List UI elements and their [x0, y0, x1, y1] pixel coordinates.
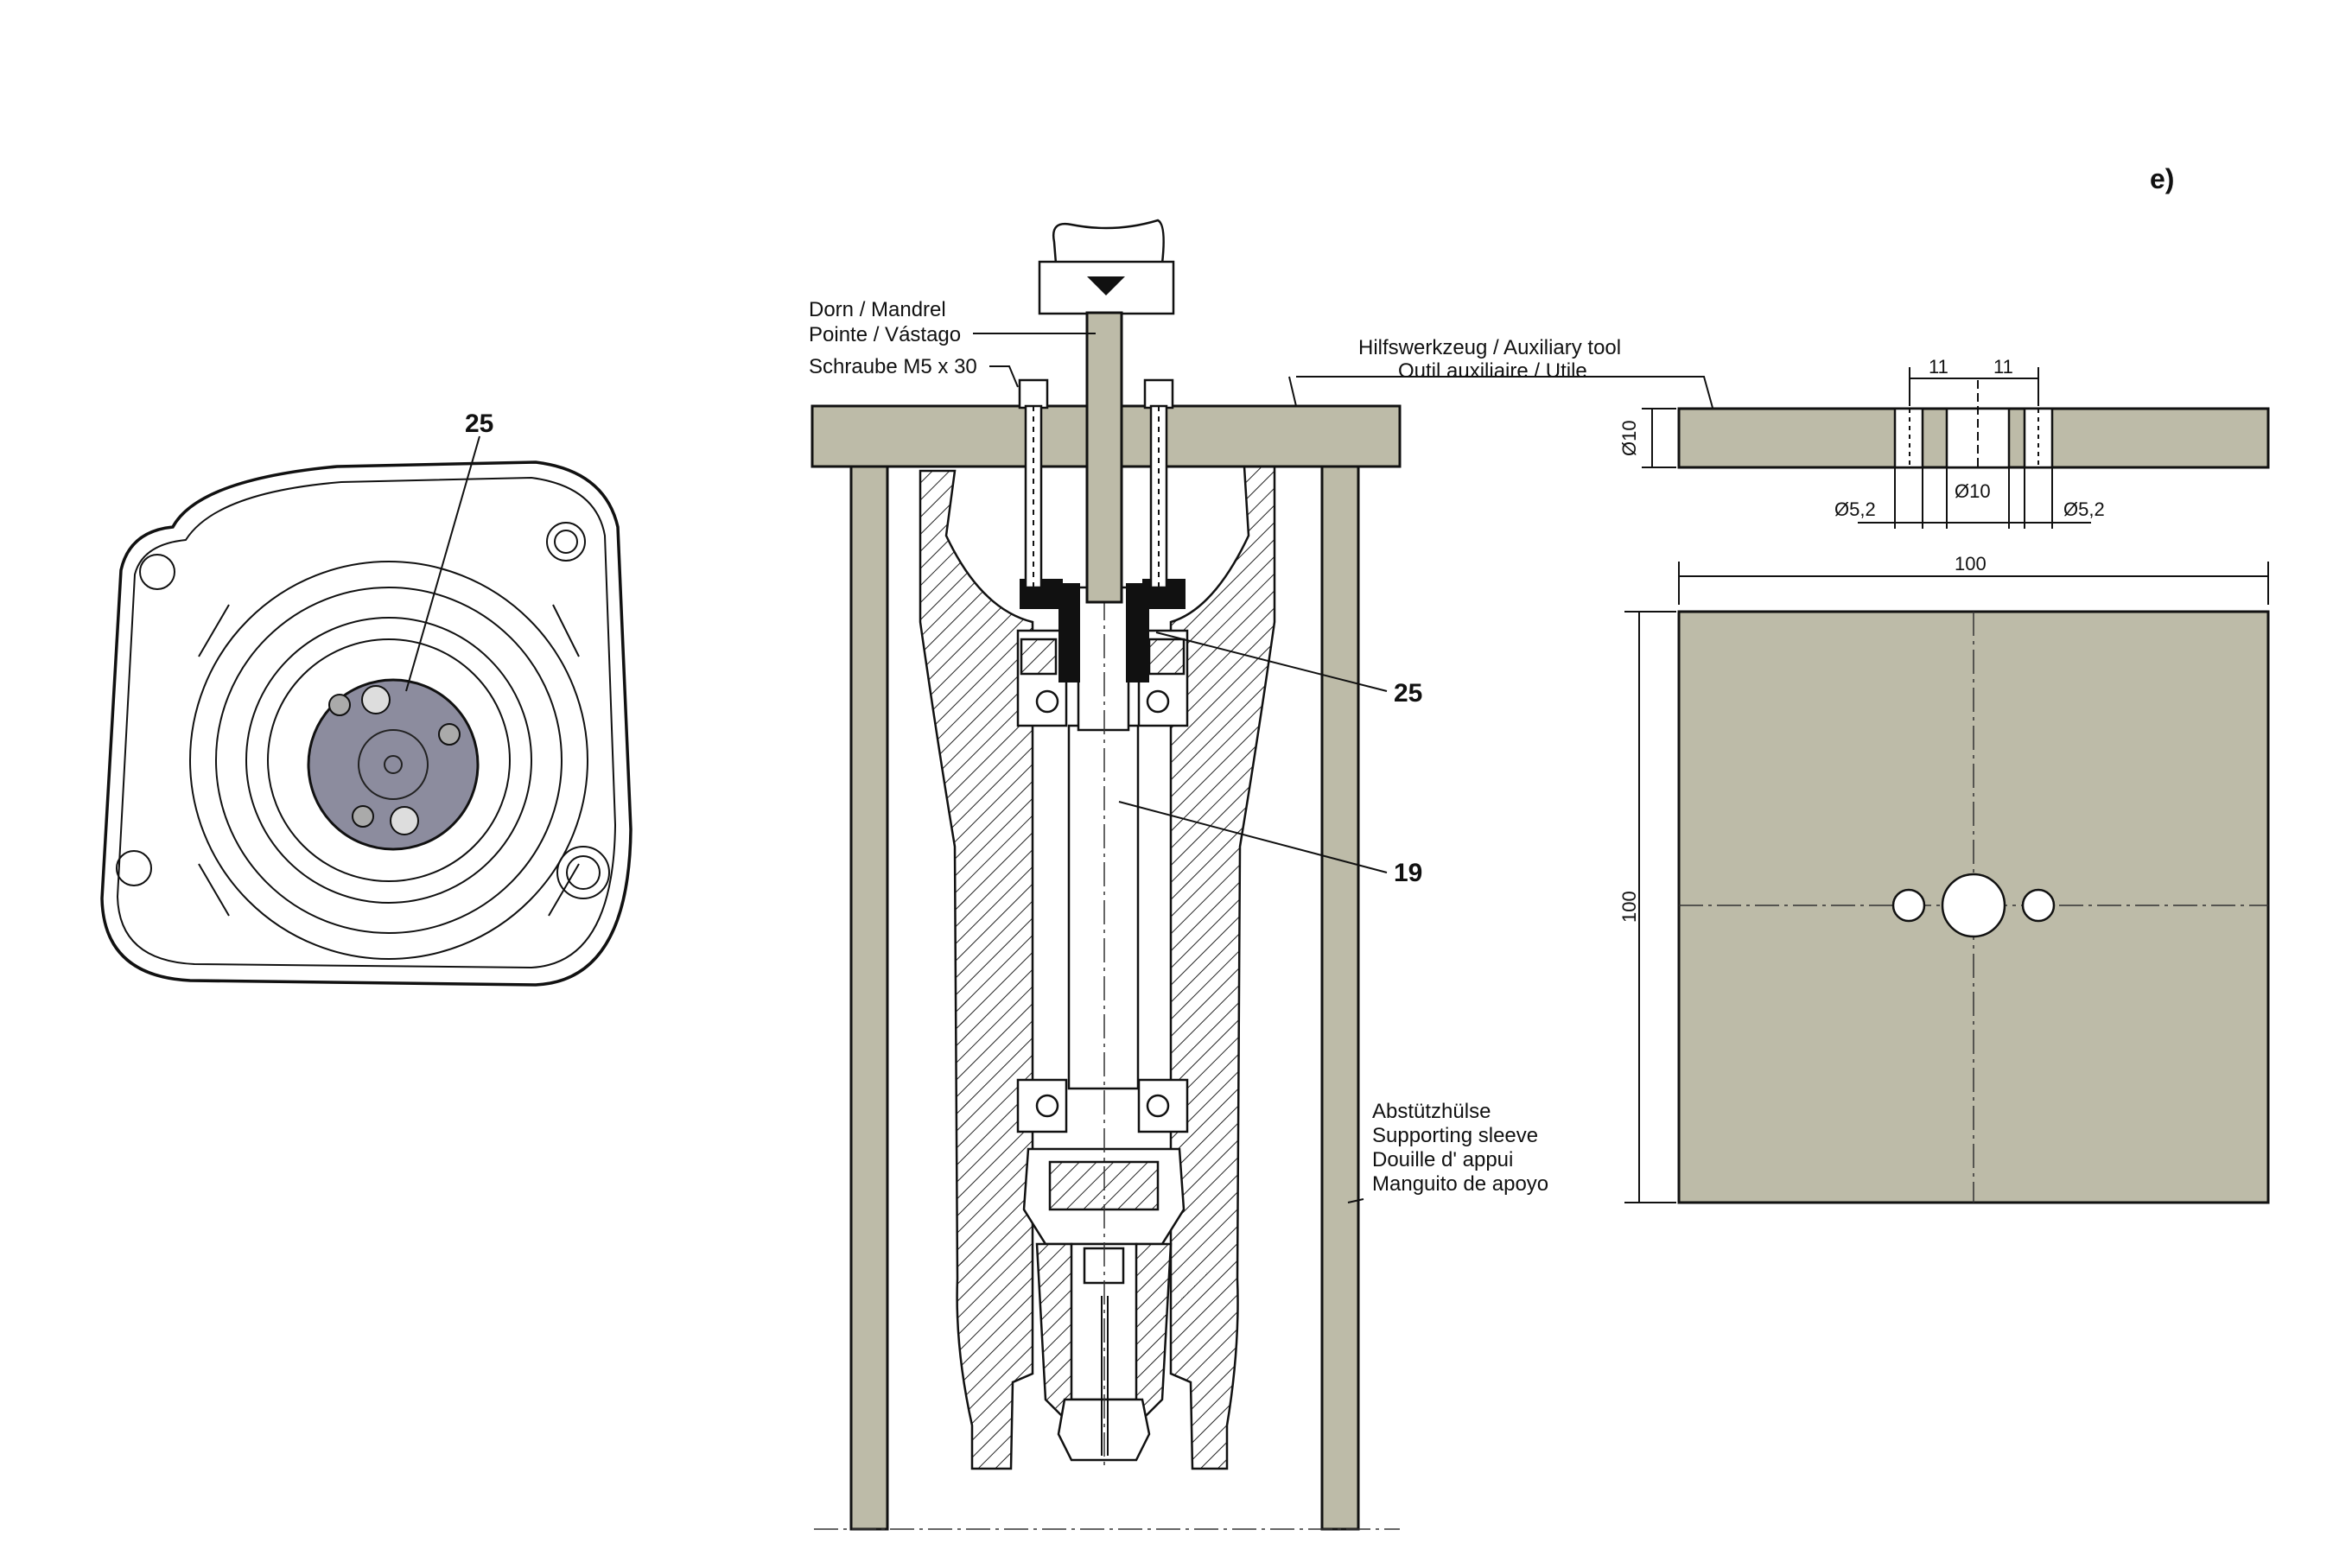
sleeve-label-line-2: Supporting sleeve	[1372, 1124, 1538, 1147]
screw-label: Schraube M5 x 30	[809, 355, 977, 378]
callout-25-section: 25	[1394, 679, 1422, 708]
dim-width: 100	[1955, 553, 1987, 575]
sleeve-wall-right	[1320, 465, 1360, 1531]
dim-hole-left: Ø5,2	[1834, 498, 1876, 520]
screw-left	[1018, 378, 1049, 589]
hole-center	[1941, 873, 2006, 938]
dim-thickness: Ø10	[1618, 420, 1640, 456]
sleeve-wall-left	[849, 465, 889, 1531]
callout-19: 19	[1394, 859, 1422, 887]
housing-top-view: 25	[100, 409, 633, 987]
mandrel	[1085, 311, 1123, 604]
sleeve-label-line-1: Abstützhülse	[1372, 1100, 1491, 1123]
spindle-19	[1067, 724, 1140, 1090]
callout-25-left: 25	[465, 409, 493, 438]
corner-fragment-text: e)	[2150, 163, 2174, 194]
aux-tool-label-line-1: Hilfswerkzeug / Auxiliary tool	[1358, 336, 1621, 359]
pilot-disc	[307, 678, 480, 851]
mandrel-label-line-1: Dorn / Mandrel	[809, 298, 946, 321]
sleeve-label-line-4: Manguito de apoyo	[1372, 1172, 1548, 1196]
hole-right	[2021, 888, 2056, 923]
hole-left	[1891, 888, 1926, 923]
aux-tool-drawing: 11 11 Ø10 Ø5,2 Ø10 Ø5,2 100 100	[1618, 356, 2270, 1204]
screw-right	[1143, 378, 1174, 589]
section-view: Dorn / Mandrel Pointe / Vástago Schraube…	[809, 219, 1713, 1531]
dim-11-left: 11	[1929, 356, 1948, 378]
dim-hole-center: Ø10	[1955, 480, 1991, 502]
dim-11-right: 11	[1993, 356, 2013, 378]
sleeve-label-line-3: Douille d' appui	[1372, 1148, 1513, 1171]
dim-hole-right: Ø5,2	[2063, 498, 2105, 520]
mandrel-label-line-2: Pointe / Vástago	[809, 323, 961, 346]
press-ram	[1052, 219, 1165, 265]
dim-height: 100	[1618, 891, 1640, 923]
aux-tool-label-line-2: Outil auxiliaire / Utile	[1398, 359, 1587, 383]
